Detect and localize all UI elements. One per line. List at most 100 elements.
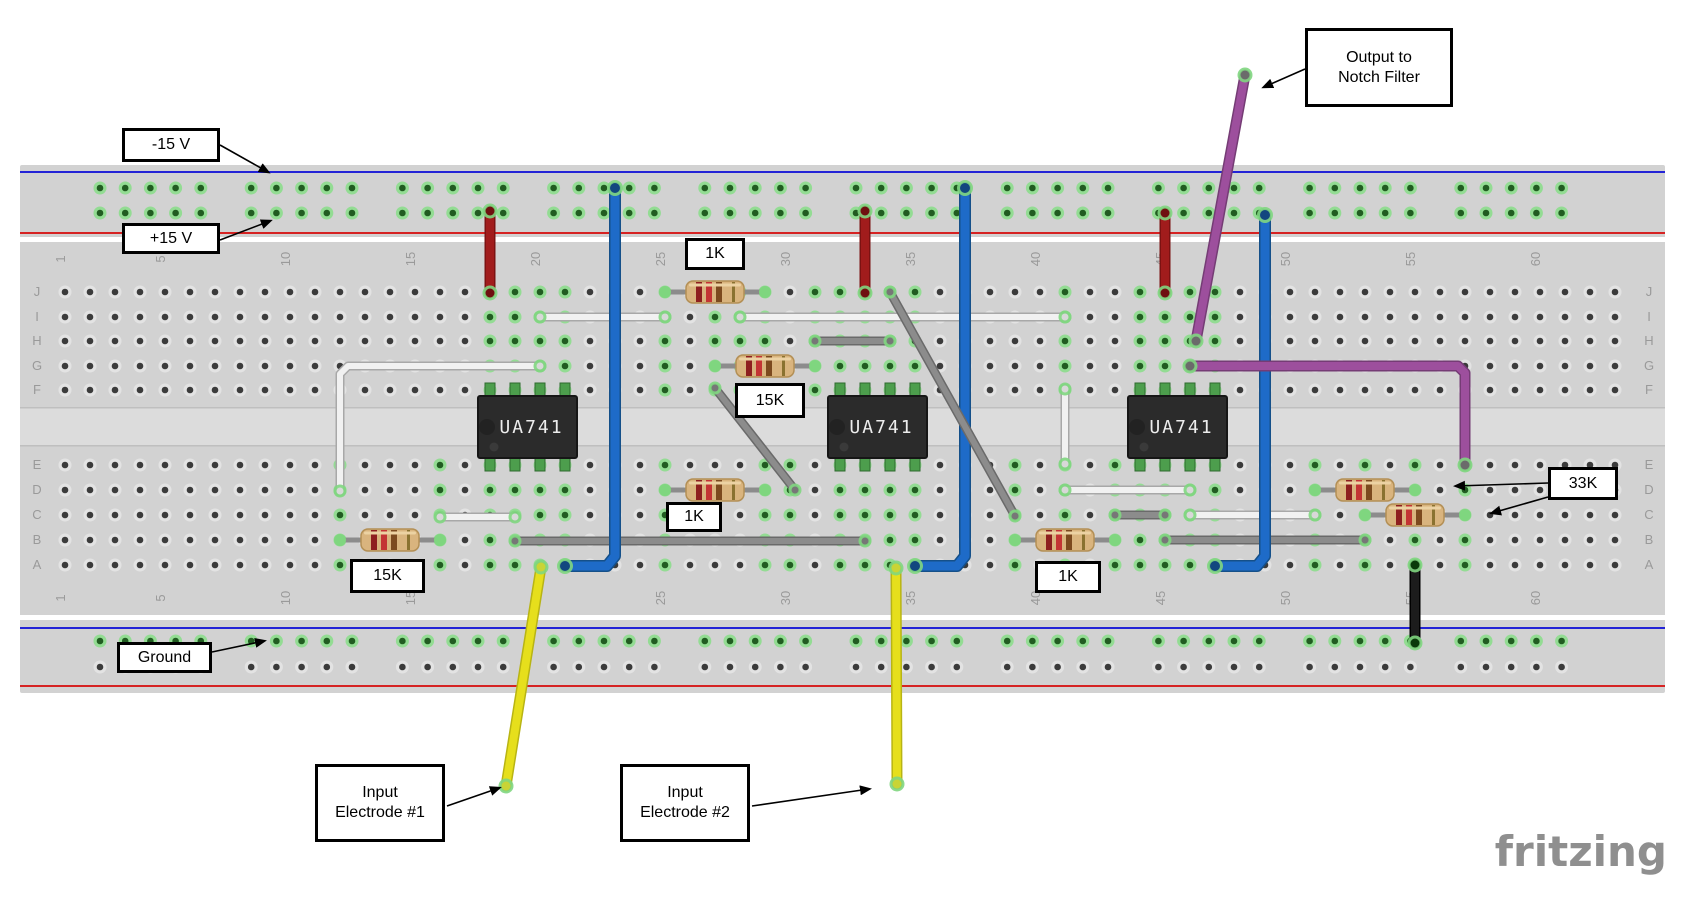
breadboard-hole bbox=[550, 663, 557, 671]
column-tick: 40 bbox=[1028, 591, 1043, 605]
wire-yellow-electrode-2[interactable] bbox=[892, 564, 901, 788]
breadboard-hole bbox=[1311, 313, 1319, 321]
wire-end-cap bbox=[485, 288, 495, 298]
breadboard-hole bbox=[461, 536, 469, 544]
breadboard-hole bbox=[386, 337, 394, 345]
row-letter: B bbox=[1645, 532, 1654, 547]
resistor-15K[interactable] bbox=[709, 354, 821, 378]
breadboard-hole bbox=[1003, 184, 1011, 192]
ic-notch bbox=[829, 419, 845, 435]
breadboard-hole bbox=[161, 362, 169, 370]
breadboard-hole bbox=[111, 362, 119, 370]
breadboard-hole bbox=[1054, 637, 1061, 645]
breadboard-hole bbox=[121, 184, 129, 192]
wire-white-L-feedback[interactable] bbox=[337, 363, 543, 494]
wire-blue-rail-drop-3[interactable] bbox=[1210, 210, 1270, 571]
resistor-33K[interactable] bbox=[1309, 478, 1421, 502]
wire-blue-rail-drop-2[interactable] bbox=[910, 183, 970, 571]
wire-yellow-electrode-1[interactable] bbox=[502, 563, 545, 790]
breadboard-hole bbox=[600, 184, 608, 192]
breadboard-hole bbox=[1236, 288, 1244, 296]
resistor-1K[interactable] bbox=[659, 478, 771, 502]
breadboard-hole bbox=[1180, 209, 1187, 217]
breadboard-hole bbox=[411, 288, 419, 296]
negative-rail-line bbox=[20, 627, 1665, 629]
label-plus15v-text: +15 V bbox=[149, 229, 193, 247]
breadboard-hole bbox=[1507, 637, 1515, 645]
breadboard-hole bbox=[1086, 386, 1094, 394]
breadboard-hole bbox=[261, 461, 269, 469]
breadboard-hole bbox=[836, 486, 844, 494]
column-tick: 60 bbox=[1528, 252, 1543, 266]
breadboard-hole bbox=[661, 461, 669, 469]
breadboard-hole bbox=[436, 461, 444, 469]
resistor-band bbox=[1066, 530, 1072, 550]
breadboard-hole bbox=[1011, 386, 1019, 394]
breadboard-hole bbox=[736, 511, 744, 519]
breadboard-hole bbox=[953, 663, 961, 671]
breadboard-hole bbox=[1311, 461, 1319, 469]
wire-purple-output-long[interactable] bbox=[1192, 71, 1249, 345]
wire-end-cap bbox=[1161, 536, 1169, 544]
breadboard-hole bbox=[1407, 184, 1414, 192]
breadboard-hole bbox=[111, 313, 119, 321]
wire-purple-output-bend[interactable] bbox=[1186, 362, 1469, 469]
breadboard-hole bbox=[636, 386, 644, 394]
wire-end-cap bbox=[891, 563, 901, 573]
wire-end-cap bbox=[1061, 460, 1069, 468]
breadboard-hole bbox=[561, 511, 569, 519]
breadboard-hole bbox=[424, 209, 431, 217]
breadboard-hole bbox=[886, 486, 894, 494]
ic-label: UA741 bbox=[849, 417, 913, 438]
breadboard-hole bbox=[661, 561, 669, 569]
column-tick: 25 bbox=[653, 252, 668, 266]
row-letter: G bbox=[32, 358, 42, 373]
label-1k-top-text: 1K bbox=[705, 245, 725, 262]
breadboard-hole bbox=[811, 288, 819, 296]
breadboard-hole bbox=[1536, 288, 1544, 296]
breadboard-hole bbox=[461, 337, 469, 345]
wire-end-cap bbox=[1410, 560, 1420, 570]
resistor-1K[interactable] bbox=[659, 280, 771, 304]
wire-blue-rail-drop-1[interactable] bbox=[560, 183, 620, 571]
breadboard-hole bbox=[86, 337, 94, 345]
breadboard-hole bbox=[1236, 313, 1244, 321]
wire-gray-diag-left[interactable] bbox=[712, 385, 798, 493]
ic-ua741-1[interactable]: UA741 bbox=[477, 382, 578, 472]
breadboard-hole bbox=[1536, 386, 1544, 394]
breadboard-hole bbox=[1611, 288, 1619, 296]
wire-end-cap bbox=[910, 561, 920, 571]
wire-end-cap bbox=[886, 288, 894, 296]
breadboard-hole bbox=[911, 486, 919, 494]
breadboard-hole bbox=[336, 288, 344, 296]
ic-ua741-2[interactable]: UA741 bbox=[827, 382, 928, 472]
breadboard-hole bbox=[1286, 561, 1294, 569]
breadboard-hole bbox=[1356, 637, 1364, 645]
resistor-15K[interactable] bbox=[334, 528, 446, 552]
wire-gray-diag-output[interactable] bbox=[887, 289, 1018, 519]
label-33k-text: 33K bbox=[1568, 474, 1598, 492]
resistor-1K[interactable] bbox=[1009, 528, 1121, 552]
breadboard-hole bbox=[474, 209, 482, 217]
breadboard-hole bbox=[1136, 536, 1144, 544]
breadboard-hole bbox=[121, 209, 129, 217]
wire-end-cap bbox=[1260, 210, 1270, 220]
breadboard-hole bbox=[286, 337, 294, 345]
ic-pin1-dot bbox=[839, 442, 849, 452]
resistor-33K[interactable] bbox=[1359, 503, 1471, 527]
column-tick: 35 bbox=[903, 252, 918, 266]
breadboard-hole bbox=[1180, 663, 1187, 671]
ic-ua741-3[interactable]: UA741 bbox=[1127, 382, 1228, 472]
resistor-connection-ring bbox=[1109, 534, 1121, 546]
breadboard-hole bbox=[486, 561, 494, 569]
breadboard-hole bbox=[1311, 386, 1319, 394]
breadboard-hole bbox=[1161, 561, 1169, 569]
breadboard-hole bbox=[1104, 184, 1112, 192]
breadboard-hole bbox=[636, 337, 644, 345]
breadboard-hole bbox=[1061, 511, 1069, 519]
breadboard-hole bbox=[1436, 561, 1444, 569]
breadboard-hole bbox=[1586, 511, 1594, 519]
breadboard-hole bbox=[1411, 536, 1419, 544]
row-letter: A bbox=[1645, 557, 1654, 572]
breadboard-hole bbox=[286, 511, 294, 519]
